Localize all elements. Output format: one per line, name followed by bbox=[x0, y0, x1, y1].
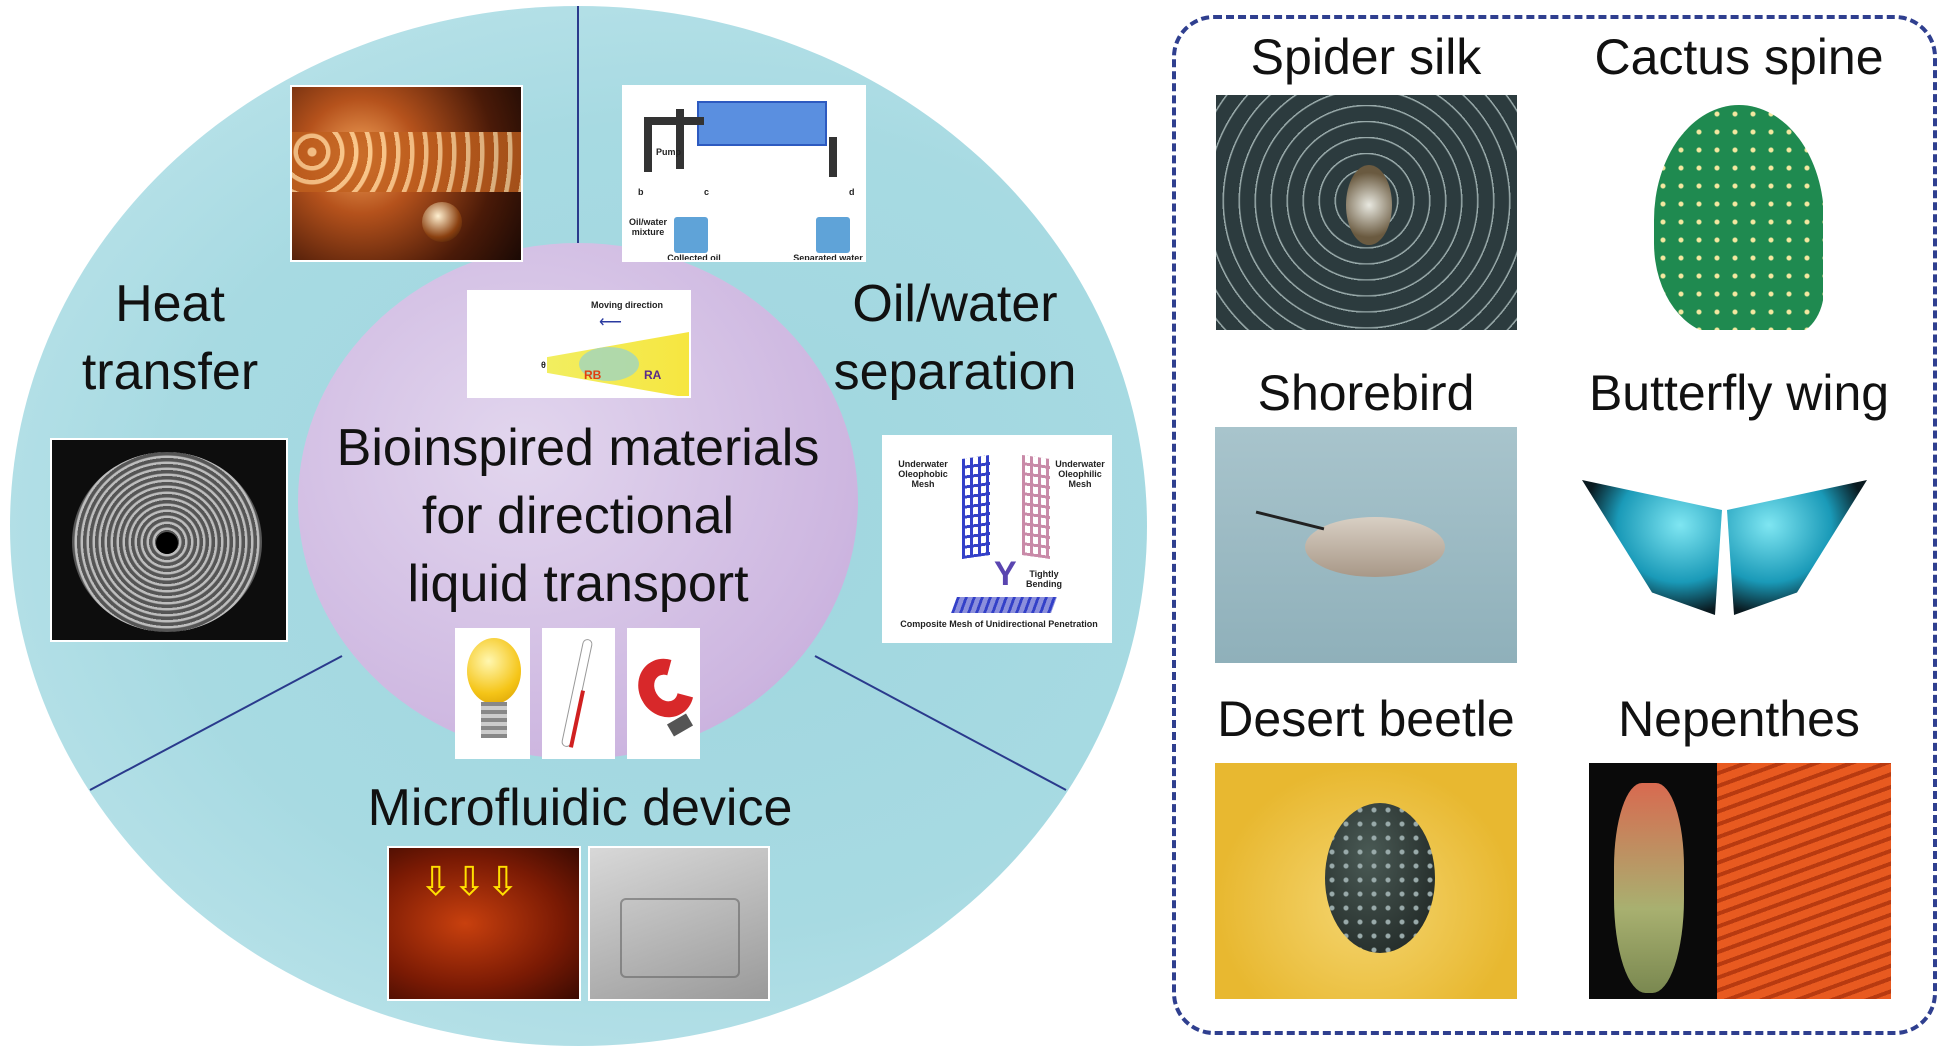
center-title-line-1: Bioinspired materials bbox=[336, 419, 820, 477]
cactus-spine-label: Cactus spine bbox=[1594, 29, 1884, 85]
oil-water-line-1: Oil/water bbox=[852, 275, 1058, 333]
shorebird-label: Shorebird bbox=[1257, 365, 1475, 421]
oil-water-separator-diagram: Pump b c d Oil/water mixture Collected o… bbox=[622, 85, 866, 262]
c-label: c bbox=[704, 187, 710, 197]
center-title: Bioinspired materials for directional li… bbox=[298, 414, 858, 618]
composite-mesh-caption: Composite Mesh of Unidirectional Penetra… bbox=[900, 619, 1098, 629]
oil-water-line-2: separation bbox=[833, 343, 1077, 401]
light-bulb-image bbox=[455, 628, 530, 759]
cactus-image bbox=[1652, 93, 1825, 332]
merge-arrow-icon: Y bbox=[994, 555, 1017, 593]
desert-beetle-label: Desert beetle bbox=[1217, 691, 1515, 747]
droplets-on-tube-image bbox=[290, 85, 523, 262]
theta-label: θ bbox=[541, 360, 546, 370]
ra-label: RA bbox=[644, 368, 662, 382]
moving-direction-label: Moving direction bbox=[591, 300, 663, 310]
oleophobic-mesh-label: Underwater Oleophobic Mesh bbox=[898, 459, 948, 489]
microfluidic-label: Microfluidic device bbox=[367, 779, 793, 837]
spider-silk-label: Spider silk bbox=[1250, 29, 1482, 85]
butterfly-wing-label: Butterfly wing bbox=[1588, 365, 1890, 421]
pump-label: Pump bbox=[656, 147, 682, 157]
nepenthes-label: Nepenthes bbox=[1618, 691, 1860, 747]
d-label: d bbox=[849, 187, 855, 197]
desert-beetle-image bbox=[1213, 761, 1519, 1001]
natural-examples-panel bbox=[1172, 15, 1937, 1035]
heat-transfer-line-1: Heat bbox=[115, 275, 225, 333]
microfluidic-channel-image: ⇩⇩⇩ bbox=[387, 846, 581, 1001]
oil-water-label: Oil/water separation bbox=[810, 270, 1100, 406]
center-title-line-2: for directional bbox=[421, 487, 735, 545]
thermometer-image bbox=[542, 628, 615, 759]
mixture-label: Oil/water mixture bbox=[628, 217, 667, 237]
spider-web-image bbox=[1214, 93, 1519, 332]
composite-mesh-diagram: Underwater Oleophobic Mesh Underwater Ol… bbox=[882, 435, 1112, 643]
center-title-line-3: liquid transport bbox=[407, 555, 749, 613]
collected-oil-label: Collected oil bbox=[667, 253, 721, 262]
nepenthes-image bbox=[1587, 761, 1893, 1001]
heat-transfer-label: Heat transfer bbox=[40, 270, 300, 406]
shorebird-image bbox=[1213, 425, 1519, 665]
separated-water-label: Separated water bbox=[793, 253, 863, 262]
butterfly-image bbox=[1577, 460, 1873, 628]
flow-arrows-icon: ⇩⇩⇩ bbox=[419, 860, 520, 904]
oleophilic-mesh-label: Underwater Oleophilic Mesh bbox=[1055, 459, 1105, 489]
condensation-pattern-image bbox=[50, 438, 288, 642]
heat-transfer-line-2: transfer bbox=[81, 343, 259, 401]
left-arrow-icon: ⟵ bbox=[599, 314, 622, 331]
microfluidic-chip-image bbox=[588, 846, 770, 1001]
rb-label: RB bbox=[584, 368, 602, 382]
bending-label: Tightly Bending bbox=[1026, 569, 1062, 589]
magnet-image bbox=[627, 628, 700, 759]
b-label: b bbox=[638, 187, 644, 197]
cone-droplet-diagram: Moving direction ⟵ θ RB RA bbox=[467, 290, 691, 398]
